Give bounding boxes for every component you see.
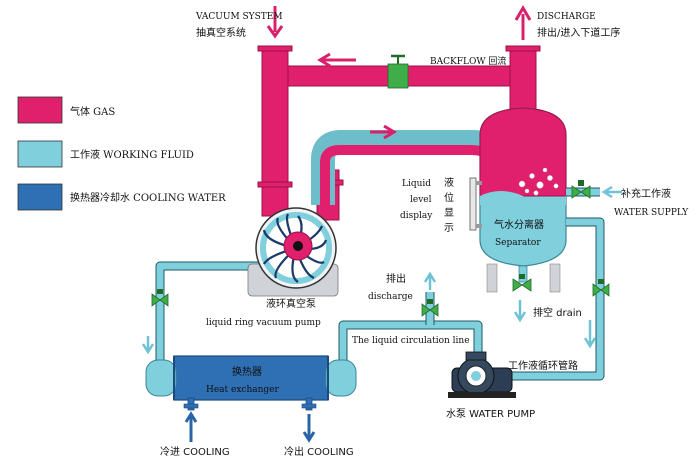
vacuum-pump <box>247 207 339 297</box>
discharge-top-label-en: DISCHARGE <box>537 12 596 22</box>
drain-valve <box>512 274 532 292</box>
heat-exchanger <box>145 355 357 411</box>
discharge-mid-label-cn: 排出 <box>386 272 406 285</box>
cooling-in-arrow <box>184 411 198 442</box>
cooling-out-label: 冷出 COOLING <box>284 445 354 458</box>
liquid-level-cn-4: 示 <box>444 223 454 234</box>
circulation-line-label: The liquid circulation line <box>352 336 470 346</box>
heat-exchanger-label-en: Heat exchanger <box>206 385 280 395</box>
separator-label-cn: 气水分离器 <box>494 218 544 231</box>
liquid-level-label-2: level <box>410 195 432 205</box>
legend-working-fluid-swatch <box>17 140 63 168</box>
liquid-level-cn-3: 显 <box>444 207 454 219</box>
labels: VACUUM SYSTEM 抽真空系统 DISCHARGE 排出/进入下道工序 … <box>160 12 689 458</box>
heat-exchanger-label-cn: 换热器 <box>232 365 262 378</box>
separator-label-en: Separator <box>495 238 541 248</box>
legend-cooling-water-label: 换热器冷却水 COOLING WATER <box>70 191 226 204</box>
liquid-level-cn-2: 位 <box>444 191 454 204</box>
pump-label-cn: 液环真空泵 <box>266 297 316 310</box>
liquid-level-label-3: display <box>400 211 433 221</box>
legend: 气体 GAS 工作液 WORKING FLUID 换热器冷却水 COOLING … <box>17 96 226 211</box>
water-pump <box>448 351 516 398</box>
cooling-out-arrow <box>302 414 316 443</box>
flow-arrows <box>141 5 622 443</box>
level-sight-glass <box>469 177 477 231</box>
legend-working-fluid-label: 工作液 WORKING FLUID <box>70 148 194 161</box>
water-supply-label-en: WATER SUPPLY <box>614 208 689 218</box>
circulation-right-valve <box>592 279 610 297</box>
cooling-in-label: 冷进 COOLING <box>160 445 230 458</box>
vacuum-system-label-cn: 抽真空系统 <box>196 26 246 39</box>
legend-gas-swatch <box>17 96 63 124</box>
outlet-arrow <box>370 124 397 140</box>
vacuum-system-label-en: VACUUM SYSTEM <box>195 12 283 22</box>
water-supply-label-cn: 补充工作液 <box>621 187 671 200</box>
discharge-up-arrow <box>514 5 532 40</box>
left-fluid-valve <box>151 289 169 307</box>
drain-arrow <box>513 300 527 323</box>
legend-gas-label: 气体 GAS <box>70 105 115 118</box>
discharge-top-label-cn: 排出/进入下道工序 <box>537 26 620 39</box>
backflow-label: BACKFLOW 回流 <box>430 55 506 67</box>
bubbles <box>518 167 559 196</box>
backflow-arrow <box>317 52 356 68</box>
left-loop-arrow <box>141 336 155 355</box>
legend-cooling-water-swatch <box>17 183 63 211</box>
liquid-level-label-1: Liquid <box>402 179 431 189</box>
separator-tank <box>469 107 567 293</box>
liquid-level-cn-1: 液 <box>444 176 454 189</box>
circulation-down-arrow <box>583 320 597 349</box>
discharge-mid-label-en: discharge <box>368 292 413 302</box>
water-supply-arrow <box>601 185 622 199</box>
water-supply-valve <box>571 180 591 199</box>
pump-label-en: liquid ring vacuum pump <box>206 318 321 328</box>
drain-label: 排空 drain <box>533 306 582 319</box>
circulation-pipe-label-cn: 工作液循环管路 <box>508 359 578 372</box>
discharge-mid-arrow <box>423 271 437 290</box>
water-pump-label: 水泵 WATER PUMP <box>446 408 535 420</box>
backflow-valve <box>387 54 409 89</box>
valves <box>151 54 610 317</box>
discharge-valve <box>421 299 439 317</box>
vacuum-in-arrow <box>266 6 284 39</box>
